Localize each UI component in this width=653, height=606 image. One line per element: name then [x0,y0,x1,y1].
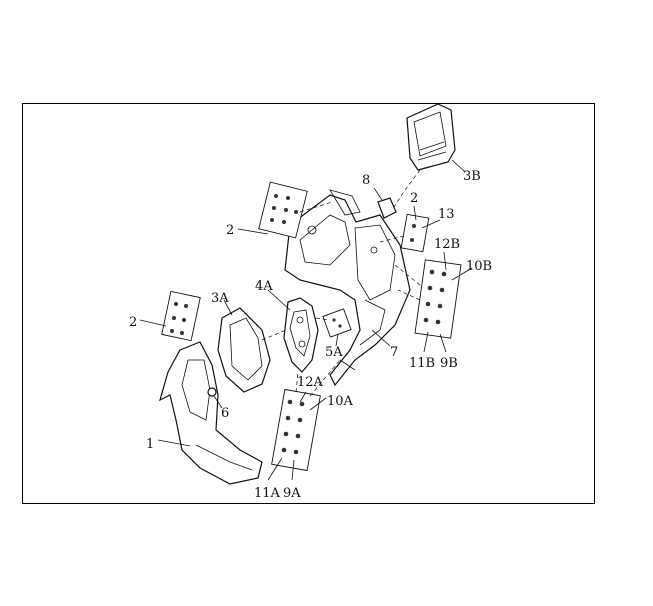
callout-2-left: 2 [129,315,137,330]
callout-1: 1 [146,437,154,452]
part-8-connector [373,187,397,219]
fastener-box-2-left [139,290,201,342]
callout-2-right: 2 [410,191,418,206]
fastener-box-2-top [237,181,308,239]
part-6-screw [207,387,223,409]
callout-11a: 11A [254,486,281,501]
diagram-frame [22,103,595,504]
callout-6: 6 [221,406,229,421]
callout-4a: 4A [255,279,273,294]
fastener-box-a [267,388,327,481]
fastener-box-b [414,251,473,353]
fastener-box-2-13-right [400,205,441,253]
callout-13: 13 [438,207,455,222]
callout-5a: 5A [325,345,343,360]
part-5a-clip [322,308,352,347]
callout-9a: 9A [283,486,301,501]
part-4a-bracket [283,297,319,373]
part-3a-housing [217,307,271,393]
callout-10b: 10B [466,259,492,274]
callout-8: 8 [362,173,370,188]
callout-10a: 10A [327,394,354,409]
callout-3a: 3A [211,291,229,306]
callout-2-top: 2 [226,223,234,238]
callout-12b: 12B [434,237,460,252]
callout-7: 7 [390,345,398,360]
callout-3b: 3B [463,169,481,184]
callout-9b: 9B [440,356,458,371]
callout-12a: 12A [297,375,324,390]
part-1-fairing [159,341,263,485]
callout-11b: 11B [409,356,435,371]
part-7-front-frame [284,189,411,387]
part-3b-cover [406,103,456,171]
